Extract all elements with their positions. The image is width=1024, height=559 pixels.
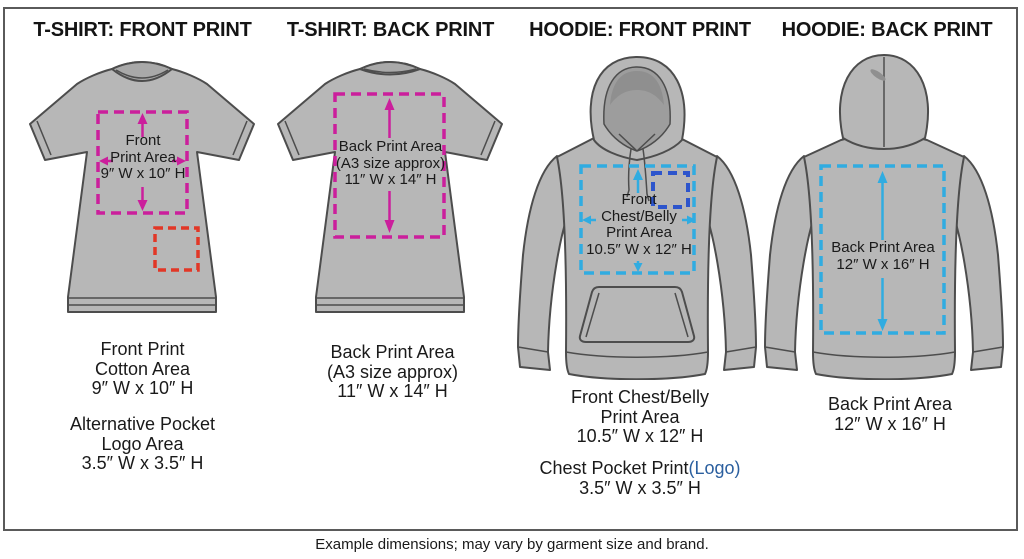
- hoodie-back-illustration: [764, 54, 1004, 380]
- heading-tshirt-back: T-SHIRT: BACK PRINT: [286, 19, 495, 41]
- logo-link-text: (Logo): [688, 458, 741, 478]
- back-print-area-box: [333, 92, 446, 239]
- chest-belly-print-area-label: Front Chest/Belly Print Area 10.5″ W x 1…: [586, 191, 692, 258]
- dimension-arrows-icon: [384, 98, 395, 233]
- dimension-arrows-icon: [99, 113, 186, 211]
- chest-pocket-print-box: [651, 171, 690, 209]
- hoodie-back-note: Back Print Area 12″ W x 16″ H: [827, 394, 953, 434]
- tshirt-back-note: Back Print Area (A3 size approx) 11″ W x…: [326, 342, 459, 401]
- border-frame: [3, 7, 1018, 531]
- tshirt-back-illustration: [277, 61, 503, 313]
- back-print-area-label: Back Print Area 12″ W x 16″ H: [831, 239, 935, 273]
- front-print-area-box: [96, 110, 189, 215]
- back-print-area-label: Back Print Area (A3 size approx) 11″ W x…: [335, 138, 446, 188]
- front-print-area-label: Front Print Area 9″ W x 10″ H: [100, 132, 186, 182]
- heading-hoodie-front: HOODIE: FRONT PRINT: [529, 19, 751, 41]
- pocket-logo-area-box: [153, 226, 200, 272]
- dimension-arrows-icon: [582, 169, 696, 272]
- hoodie-front-illustration: [517, 56, 757, 380]
- heading-hoodie-back: HOODIE: BACK PRINT: [781, 19, 993, 41]
- dimension-arrows-icon: [877, 171, 888, 331]
- footer-caption: Example dimensions; may vary by garment …: [315, 536, 709, 553]
- hoodie-pocket-note: Chest Pocket Print(Logo) 3.5″ W x 3.5″ H: [539, 458, 741, 498]
- tshirt-front-note: Front Print Cotton Area 9″ W x 10″ H: [91, 339, 194, 398]
- heading-tshirt-front: T-SHIRT: FRONT PRINT: [33, 19, 252, 41]
- tshirt-front-illustration: [29, 61, 255, 313]
- tshirt-pocket-note: Alternative Pocket Logo Area 3.5″ W x 3.…: [69, 414, 216, 473]
- hoodie-front-note: Front Chest/Belly Print Area 10.5″ W x 1…: [570, 387, 710, 446]
- drawstrings: [626, 148, 650, 202]
- back-print-area-box: [819, 164, 946, 335]
